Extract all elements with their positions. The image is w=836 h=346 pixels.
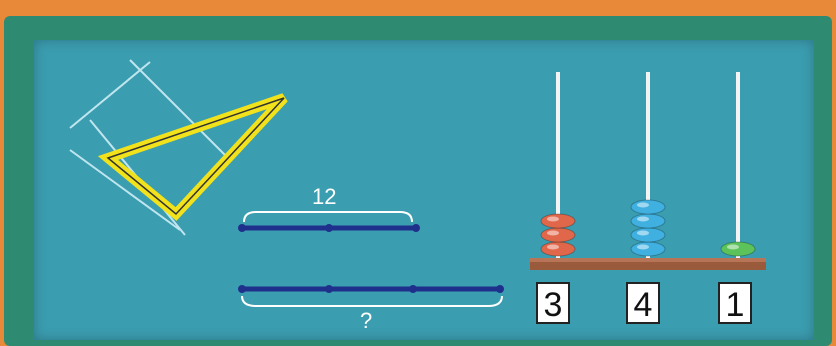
- abacus-digit-hundreds: 3: [536, 282, 570, 324]
- top-segment: [238, 224, 420, 232]
- abacus-bead: [720, 241, 756, 257]
- abacus-bead-highlight: [637, 244, 649, 250]
- abacus-bead: [540, 227, 576, 243]
- abacus-bead-highlight: [547, 230, 559, 236]
- top-length-label: 12: [312, 184, 337, 209]
- abacus-bead-highlight: [547, 216, 559, 222]
- abacus-bead: [630, 227, 666, 243]
- abacus-bead: [630, 213, 666, 229]
- abacus-bead: [540, 241, 576, 257]
- abacus-bead-highlight: [637, 230, 649, 236]
- abacus-bead: [540, 213, 576, 229]
- board-drawing: [69, 59, 766, 307]
- abacus-bead: [630, 241, 666, 257]
- top-brace: [243, 211, 413, 223]
- abacus-digit-tens: 4: [626, 282, 660, 324]
- abacus-bead-highlight: [547, 244, 559, 250]
- abacus: [530, 72, 766, 270]
- abacus-bead-highlight: [637, 216, 649, 222]
- bottom-brace: [241, 295, 503, 307]
- bottom-segment: [238, 285, 504, 293]
- abacus-bead-highlight: [727, 244, 739, 250]
- abacus-bead-highlight: [637, 202, 649, 208]
- abacus-bead: [630, 199, 666, 215]
- abacus-digit-ones: 1: [718, 282, 752, 324]
- unknown-length-label: ?: [360, 308, 373, 333]
- ruler-lines: [69, 59, 231, 236]
